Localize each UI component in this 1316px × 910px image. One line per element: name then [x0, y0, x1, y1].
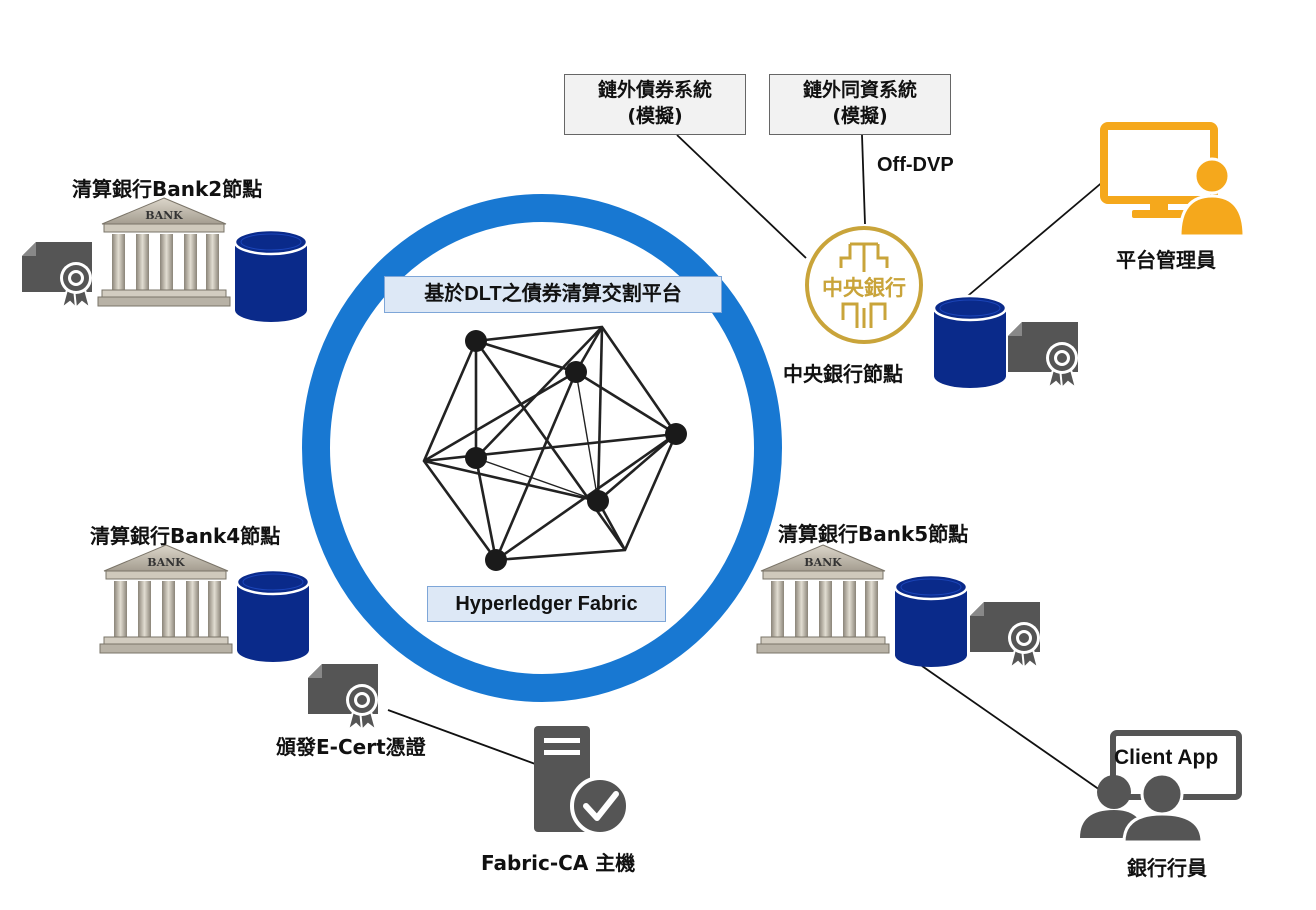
bank2-database-icon — [233, 228, 309, 329]
bond-system-note: (模擬) — [627, 105, 683, 127]
bank5-node-label: 清算銀行Bank5節點 — [778, 522, 969, 546]
bank-sign-text: BANK — [804, 556, 842, 569]
bank5-certificate-icon — [970, 602, 1052, 673]
platform-title: 基於DLT之債券清算交割平台 — [424, 283, 682, 305]
client-app-label: Client App — [1114, 746, 1219, 769]
bank2-certificate-icon — [22, 242, 104, 313]
central-bank-seal-icon: 中央銀行 — [803, 224, 925, 351]
fabric-ca-label: Fabric-CA 主機 — [481, 851, 636, 875]
fabric-ca-server-icon — [534, 726, 634, 841]
bank4-database-icon — [235, 568, 311, 669]
funds-to-central-line — [861, 134, 866, 225]
hyperledger-network-icon — [422, 325, 687, 571]
central-bank-seal-text: 中央銀行 — [822, 276, 906, 300]
central-bank-database-icon — [932, 294, 1008, 395]
platform-title-box: 基於DLT之債券清算交割平台 — [384, 276, 722, 313]
funds-system-box: 鏈外同資系統 (模擬) — [769, 74, 951, 135]
bank-sign-text: BANK — [145, 209, 183, 222]
bank2-node-label: 清算銀行Bank2節點 — [72, 177, 263, 201]
bank4-node-label: 清算銀行Bank4節點 — [90, 524, 281, 548]
ecert-issue-label: 頒發E-Cert憑證 — [276, 735, 426, 759]
bond-system-name: 鏈外債券系統 — [597, 79, 712, 101]
off-dvp-label: Off-DVP — [877, 154, 954, 176]
teller-label: 銀行行員 — [1127, 856, 1207, 880]
bond-system-box: 鏈外債券系統 (模擬) — [564, 74, 746, 135]
cert-to-ca-line — [387, 709, 539, 766]
central-bank-node-label: 中央銀行節點 — [783, 362, 903, 386]
admin-monitor-icon — [1100, 122, 1250, 245]
bank-sign-text: BANK — [147, 556, 185, 569]
platform-ring — [302, 194, 782, 702]
teller-people-icon — [1080, 770, 1210, 847]
funds-system-name: 鏈外同資系統 — [802, 79, 917, 101]
funds-system-note: (模擬) — [832, 105, 888, 127]
bond-to-central-line — [676, 134, 807, 259]
hyperledger-fabric-label: Hyperledger Fabric — [455, 593, 638, 615]
bank5-building-icon: BANK — [756, 543, 890, 660]
bank5-to-teller-line — [921, 665, 1101, 791]
admin-to-db-line — [962, 179, 1106, 301]
bank5-database-icon — [893, 573, 969, 674]
ecert-certificate-icon — [308, 664, 390, 735]
hyperledger-fabric-box: Hyperledger Fabric — [427, 586, 666, 622]
bank2-building-icon: BANK — [97, 196, 231, 313]
bank4-building-icon: BANK — [99, 543, 233, 660]
central-bank-certificate-icon — [1008, 322, 1090, 393]
admin-label: 平台管理員 — [1116, 248, 1216, 272]
